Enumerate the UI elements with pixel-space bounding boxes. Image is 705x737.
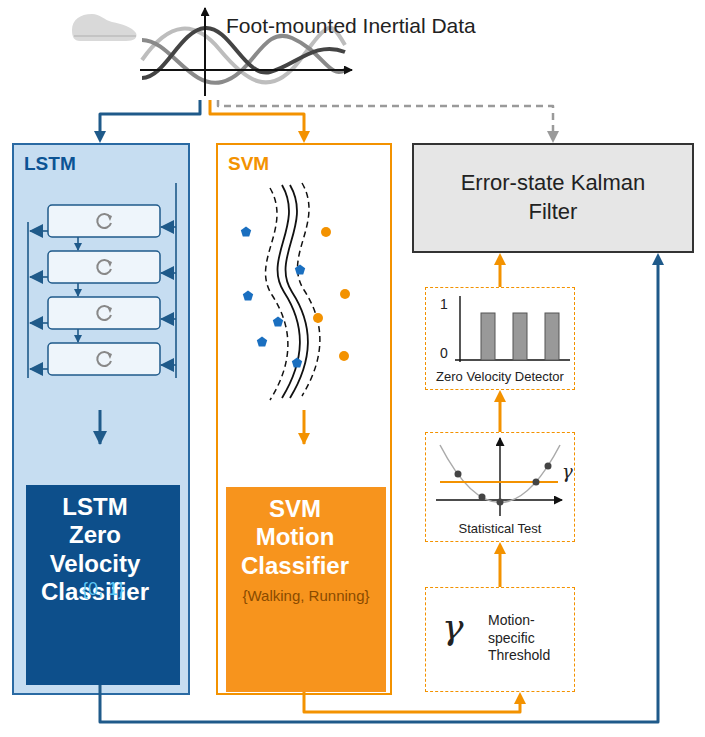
svm-panel: SVM SVM Motion Classifier {Walking, Runnin… [216, 143, 392, 695]
connector [494, 542, 506, 587]
connector [100, 253, 664, 722]
connector [210, 100, 310, 143]
node-subtext: {Walking, Running} [242, 587, 369, 604]
connector-line [210, 100, 304, 135]
connector [218, 100, 559, 143]
connector [494, 253, 506, 287]
node-title: SVM [228, 153, 269, 175]
connector [494, 390, 506, 432]
node-title: γ [442, 606, 464, 647]
node-title: Statistical Test [426, 521, 574, 536]
node-subtext: {0, 1} [82, 579, 124, 600]
connector [94, 100, 200, 143]
connector-line [218, 100, 553, 135]
node-subtext: Motion-specific Threshold [488, 612, 572, 665]
classifier-box: LSTM Zero Velocity Classifier{0, 1} [26, 485, 180, 685]
arrowhead [514, 692, 526, 704]
arrowhead [494, 253, 506, 265]
axis-label: γ [562, 461, 573, 482]
connector-line [100, 100, 200, 135]
axis-label: 1 [440, 296, 448, 312]
connector-line [304, 692, 520, 712]
axis-label: 0 [440, 345, 448, 361]
arrowhead [652, 253, 664, 265]
data-source: Foot-mounted Inertial Data [140, 4, 520, 100]
node-title: Foot-mounted Inertial Data [226, 14, 476, 38]
node-title: Error-state Kalman Filter [458, 169, 648, 226]
threshold-box: γ Motion-specific Threshold [425, 587, 575, 692]
filter-box: Error-state Kalman Filter [412, 143, 694, 253]
connector-line [499, 398, 502, 432]
lstm-panel: LSTM LSTM Zero Velocity Classifier{0, 1} [12, 143, 190, 695]
arrowhead [94, 131, 106, 143]
arrowhead [494, 542, 506, 554]
connector [304, 692, 526, 712]
node-title: LSTM [24, 153, 76, 175]
classifier-box: SVM Motion Classifier {Walking, Running} [226, 487, 386, 692]
node-title: Zero Velocity Detector [426, 369, 574, 384]
connector-line [499, 261, 502, 287]
connector-line [499, 550, 502, 587]
test-box: Statistical Test γ [425, 432, 575, 542]
connector-line [100, 261, 658, 722]
detector-box: Zero Velocity Detector 1 0 [425, 287, 575, 390]
arrowhead [547, 131, 559, 143]
node-title: SVM Motion Classifier [236, 495, 354, 580]
arrowhead [494, 390, 506, 402]
arrowhead [298, 131, 310, 143]
